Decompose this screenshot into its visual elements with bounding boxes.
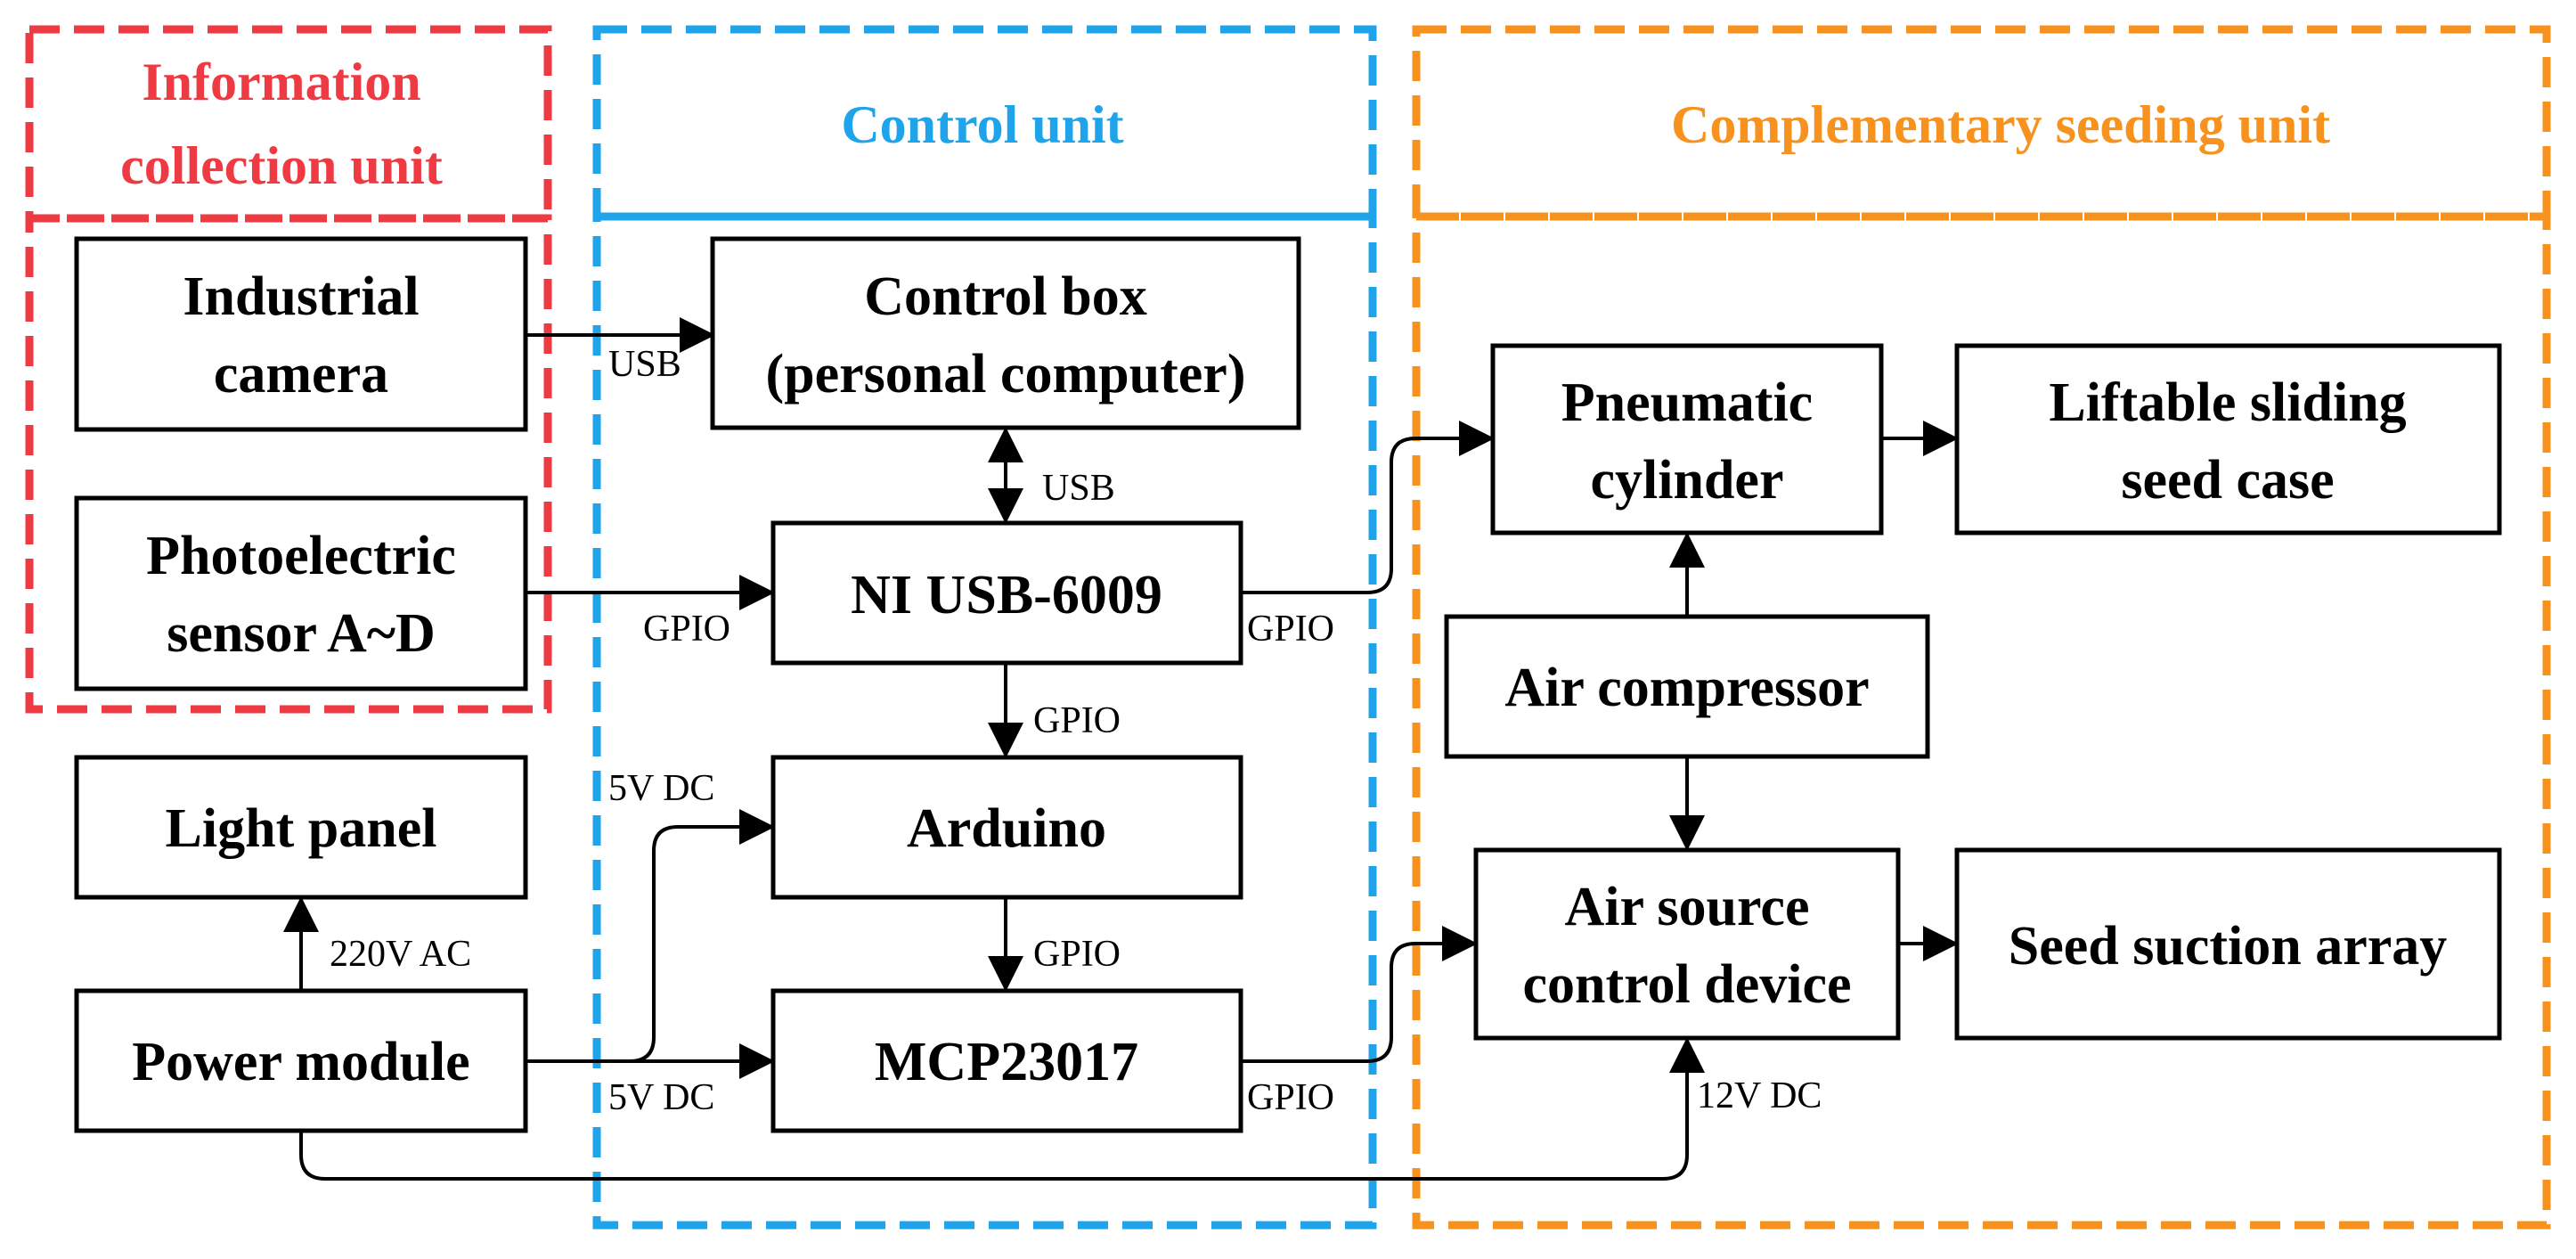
- mcp23017-label: MCP23017: [875, 1032, 1138, 1092]
- arduino-mcp-gpio-label: GPIO: [1033, 934, 1121, 975]
- ni-arduino-gpio-label: GPIO: [1033, 700, 1121, 741]
- control-box-label-line-2: (personal computer): [766, 344, 1246, 405]
- power-module-label: Power module: [132, 1032, 469, 1092]
- air-source-control-block: Air source control device: [1473, 847, 1901, 1041]
- ni-usb-6009-label: NI USB-6009: [851, 565, 1162, 625]
- pneumatic-cylinder-label-line-2: cylinder: [1591, 450, 1784, 511]
- arduino-block: Arduino: [770, 755, 1243, 900]
- air-compressor-label: Air compressor: [1504, 658, 1869, 718]
- info-region-body-box: [25, 214, 552, 714]
- seed-case-label-line-2: seed case: [2121, 450, 2334, 511]
- light-panel-label: Light panel: [166, 798, 437, 859]
- controlbox-ni-usb-label: USB: [1042, 468, 1115, 509]
- info-region-title-box: [25, 25, 552, 223]
- ni-usb-6009-block: NI USB-6009: [770, 520, 1243, 666]
- seed-case-block: Liftable sliding seed case: [1954, 343, 2502, 535]
- power-mcp-5v-label: 5V DC: [608, 1077, 714, 1118]
- control-unit-region: Control unit: [592, 25, 1377, 1230]
- camera-usb-label: USB: [608, 344, 681, 385]
- arduino-label: Arduino: [907, 798, 1106, 859]
- light-panel-block: Light panel: [74, 755, 528, 900]
- seeding-region-title: Complementary seeding unit: [1671, 95, 2330, 154]
- power-light-220v-label: 220V AC: [330, 934, 471, 975]
- control-region-title: Control unit: [841, 95, 1123, 154]
- industrial-camera-label-line-1: Industrial: [183, 266, 419, 327]
- seeding-region-title-box: [1412, 25, 2551, 221]
- control-box-label-line-1: Control box: [864, 266, 1147, 327]
- air-source-label-line-2: control device: [1522, 954, 1851, 1015]
- industrial-camera-label-line-2: camera: [214, 344, 388, 405]
- mcp-out-gpio-label: GPIO: [1247, 1077, 1334, 1118]
- photoelectric-sensor-label-line-1: Photoelectric: [146, 526, 456, 586]
- control-region-title-box: [592, 25, 1377, 221]
- information-collection-region: Information collection unit: [25, 25, 552, 714]
- air-source-label-line-1: Air source: [1565, 877, 1810, 937]
- seed-suction-array-label: Seed suction array: [2009, 916, 2448, 977]
- mcp-to-airsource-arrow: [1241, 926, 1478, 1063]
- seed-suction-array-block: Seed suction array: [1954, 847, 2502, 1041]
- photoelectric-sensor-block: Photoelectric sensor A~D: [74, 495, 528, 691]
- power-airsource-12v-label: 12V DC: [1697, 1075, 1822, 1116]
- complementary-seeding-region: Complementary seeding unit: [1412, 25, 2551, 1230]
- control-box-block: Control box (personal computer): [710, 236, 1301, 430]
- ni-to-pneumatic-arrow: [1241, 421, 1495, 594]
- mcp23017-block: MCP23017: [770, 988, 1243, 1133]
- info-region-title-line-2: collection unit: [120, 136, 443, 195]
- power-to-airsource-12v-arrow: [299, 1037, 1705, 1181]
- air-compressor-block: Air compressor: [1444, 614, 1930, 759]
- power-module-block: Power module: [74, 988, 528, 1133]
- photoelectric-sensor-label-line-2: sensor A~D: [167, 603, 436, 664]
- industrial-camera-block: Industrial camera: [74, 236, 528, 432]
- info-region-title-line-1: Information: [142, 53, 420, 111]
- sensor-gpio-label: GPIO: [643, 609, 730, 650]
- seed-case-label-line-1: Liftable sliding: [2049, 372, 2406, 433]
- ni-out-gpio-label: GPIO: [1247, 609, 1334, 650]
- power-arduino-5v-label: 5V DC: [608, 768, 714, 809]
- power-to-arduino-arrow: [526, 809, 775, 1063]
- pneumatic-cylinder-label-line-1: Pneumatic: [1561, 372, 1813, 433]
- pneumatic-cylinder-block: Pneumatic cylinder: [1490, 343, 1884, 535]
